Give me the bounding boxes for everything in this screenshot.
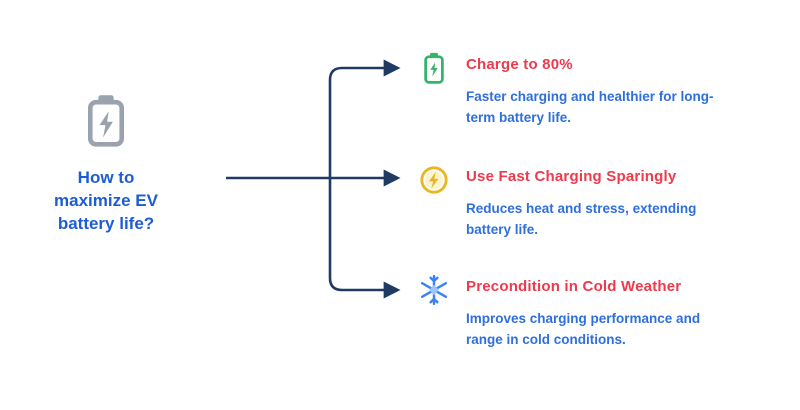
item-heading: Charge to 80% bbox=[466, 56, 573, 73]
diagram-title: How to maximize EV battery life? bbox=[54, 168, 158, 233]
snowflake-icon bbox=[416, 272, 452, 308]
item-text: Charge to 80% Faster charging and health… bbox=[466, 50, 718, 129]
battery-eco-icon bbox=[416, 50, 452, 86]
fast-charging-icon bbox=[416, 162, 452, 198]
item-text: Use Fast Charging Sparingly Reduces heat… bbox=[466, 162, 718, 241]
diagram-item-charge-limit: Charge to 80% Faster charging and health… bbox=[416, 50, 756, 129]
diagram-item-precondition: Precondition in Cold Weather Improves ch… bbox=[416, 272, 756, 351]
diagram-item-fast-charging: Use Fast Charging Sparingly Reduces heat… bbox=[416, 162, 756, 241]
question-block: How to maximize EV battery life? bbox=[38, 92, 174, 236]
item-text: Precondition in Cold Weather Improves ch… bbox=[466, 272, 718, 351]
item-description: Improves charging performance and range … bbox=[466, 311, 701, 347]
item-heading: Use Fast Charging Sparingly bbox=[466, 168, 677, 185]
item-description: Reduces heat and stress, extending batte… bbox=[466, 201, 697, 237]
item-heading: Precondition in Cold Weather bbox=[466, 278, 682, 295]
item-description: Faster charging and healthier for long-t… bbox=[466, 89, 714, 125]
ev-battery-icon bbox=[83, 92, 129, 153]
